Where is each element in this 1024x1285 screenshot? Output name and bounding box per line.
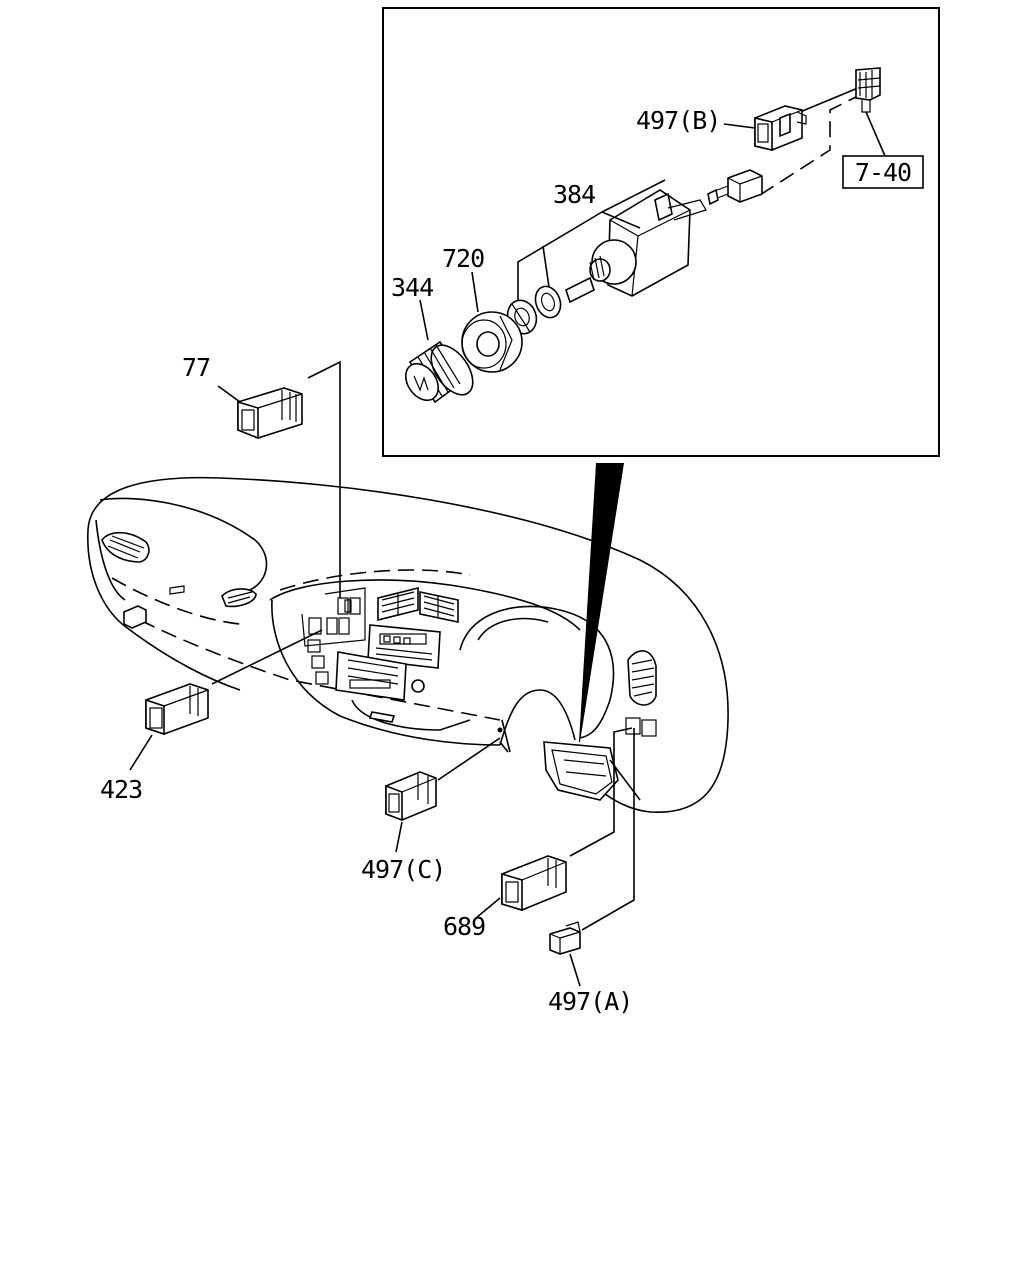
left-button-column-icon (307, 639, 329, 685)
knob-location-icon (411, 679, 425, 693)
center-panel-top (269, 579, 581, 631)
upper-vents-icon (377, 586, 459, 623)
label-77: 77 (182, 353, 210, 382)
plug-connector-icon (707, 169, 763, 206)
leader-689 (475, 897, 501, 919)
leader-497a (569, 953, 581, 987)
dashboard-illustration (87, 476, 729, 813)
inset-wire-497b (799, 87, 859, 113)
leader-77 (217, 385, 241, 403)
inset-wire-dashed (759, 94, 861, 196)
left-vent-icon (101, 531, 150, 563)
climate-panel-icon (367, 624, 441, 669)
center-panel-side (271, 599, 501, 746)
leader-497c (395, 821, 403, 853)
leader-740 (865, 111, 886, 157)
right-switch-pair-icon (625, 717, 657, 737)
dash-tab-icon (123, 605, 147, 629)
leader-497b (723, 123, 756, 129)
wire-497c (437, 737, 501, 781)
bezel-720-icon (461, 311, 523, 373)
switch-423-icon (145, 683, 209, 736)
switch-497c-icon (385, 771, 437, 822)
lower-slot (368, 711, 396, 723)
center-vent-icon (221, 588, 257, 608)
label-423: 423 (100, 775, 142, 804)
leader-384-body (601, 211, 641, 229)
label-689: 689 (443, 912, 485, 941)
dash-outline-left (87, 529, 241, 691)
wire-77 (307, 360, 341, 598)
cluster-hood (459, 605, 615, 739)
label-720: 720 (442, 244, 484, 273)
rheostat-384-icon (565, 189, 707, 304)
callout-wedge (579, 463, 624, 742)
leader-384-washer-b (542, 245, 551, 295)
steering-shroud (499, 689, 576, 746)
label-344: 344 (391, 273, 433, 302)
switch-689-icon (501, 855, 567, 912)
switch-cluster-icon (301, 587, 366, 647)
inset-detail: 7-40 497(B) (382, 7, 940, 457)
label-497a: 497(A) (548, 987, 632, 1016)
lower-right-panel-icon (543, 741, 619, 801)
wire-423 (211, 629, 323, 685)
center-stack-icon (335, 651, 407, 701)
label-384: 384 (553, 180, 595, 209)
switch-77-icon (237, 387, 303, 440)
leader-344 (419, 299, 429, 341)
dash-contour-3 (279, 569, 471, 591)
right-vent-icon (627, 650, 657, 706)
label-497b: 497(B) (636, 106, 720, 135)
dash-contour-1 (111, 577, 241, 625)
label-box-740 (842, 155, 924, 189)
label-497c: 497(C) (361, 855, 445, 884)
wire-497a (581, 728, 635, 931)
label-7-40: 7-40 (855, 158, 911, 187)
switch-497c-location (497, 727, 503, 733)
switch-497b-icon (754, 105, 807, 152)
wire-689 (569, 727, 633, 857)
dash-contour-2 (139, 619, 501, 721)
leader-384-top (601, 179, 666, 213)
leader-423 (129, 734, 153, 771)
leader-384-washer-a (517, 211, 603, 304)
lower-storage (351, 699, 471, 731)
leader-720 (471, 271, 479, 313)
washer-icon (534, 285, 562, 319)
dash-outline-top (87, 476, 729, 813)
knob-344-icon (404, 340, 474, 404)
switch-497a-icon (549, 921, 581, 955)
